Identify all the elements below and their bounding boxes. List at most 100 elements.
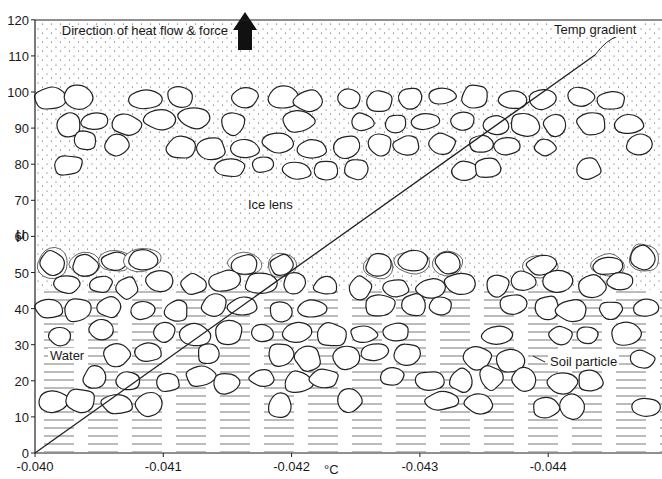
axis-tick-label: 20: [15, 374, 29, 389]
axis-title: μ: [16, 226, 25, 241]
ice-stipple: [36, 21, 662, 306]
soil-particle: [470, 135, 494, 152]
axis-tick-label: 70: [15, 193, 29, 208]
axis-tick-label: 0: [22, 446, 29, 461]
soil-particle: [35, 87, 67, 109]
axis-tick-label: -0.044: [530, 459, 567, 474]
soil-particle: [284, 273, 306, 294]
soil-particle: [429, 88, 456, 104]
axis-tick-label: -0.043: [401, 459, 438, 474]
soil-particle: [614, 114, 643, 133]
soil-particle: [178, 108, 210, 129]
soil-particles: [35, 85, 661, 419]
soil-particle: [168, 87, 193, 108]
soil-particle: [232, 88, 259, 108]
soil-particle: [179, 323, 210, 345]
soil-particle: [534, 139, 556, 156]
soil-particle: [197, 138, 226, 160]
axis-tick-label: 30: [15, 338, 29, 353]
soil-particle: [425, 391, 459, 410]
soil-particle: [40, 250, 65, 275]
soil-particle: [361, 344, 389, 361]
soil-particle: [432, 251, 462, 276]
water-ground: [36, 290, 662, 452]
soil-particle: [298, 300, 327, 317]
soil-particle: [547, 373, 578, 394]
soil-particle: [297, 140, 326, 158]
soil-particle: [262, 133, 293, 153]
soil-particle: [333, 346, 360, 369]
soil-particle: [129, 250, 158, 270]
tick-marks: [31, 20, 548, 457]
soil-particle: [627, 134, 653, 155]
soil-particle: [444, 273, 475, 294]
soil-particle: [74, 131, 95, 150]
soil-particle: [429, 133, 456, 154]
soil-particle: [394, 250, 430, 274]
soil-particle: [157, 373, 180, 391]
axis-tick-label: 110: [8, 49, 29, 64]
soil-particle: [366, 295, 395, 316]
soil-particle: [398, 88, 421, 109]
soil-particle: [402, 294, 426, 316]
soil-particle: [579, 275, 607, 298]
soil-particle: [579, 370, 603, 391]
soil-particle: [83, 366, 106, 389]
heat-flow-note: Direction of heat flow & force: [28, 22, 228, 39]
soil-particle: [629, 244, 658, 271]
soil-particle: [199, 344, 220, 364]
soil-particle: [123, 248, 161, 271]
soil-particle: [577, 158, 601, 180]
soil-particle: [81, 113, 108, 130]
soil-particle: [338, 89, 360, 109]
soil-particle: [597, 92, 624, 109]
soil-particle: [631, 245, 655, 270]
region-label: Water: [48, 348, 86, 363]
soil-particle: [89, 320, 113, 340]
soil-particle: [222, 113, 245, 136]
axis-tick-label: 40: [15, 302, 29, 317]
axis-tick-label: -0.041: [145, 459, 182, 474]
soil-particle: [166, 136, 195, 158]
soil-particle: [535, 296, 558, 319]
soil-particle: [338, 389, 363, 413]
soil-particle: [435, 252, 460, 274]
temp-gradient-line: [35, 55, 595, 453]
axis-tick-label: 50: [15, 266, 29, 281]
axis-tick-label: 90: [15, 121, 29, 136]
soil-particle: [511, 114, 539, 137]
soil-particle: [368, 134, 391, 156]
soil-particle: [383, 280, 409, 297]
soil-particle: [494, 138, 520, 155]
soil-particle: [464, 394, 493, 414]
soil-particle: [249, 370, 274, 387]
soil-particle: [543, 270, 573, 292]
soil-particle: [131, 302, 155, 320]
soil-particle: [285, 371, 313, 392]
soil-particle: [39, 391, 68, 413]
soil-particle: [415, 372, 444, 391]
soil-particle: [577, 327, 598, 344]
soil-particle: [481, 326, 512, 344]
soil-particle: [269, 344, 294, 366]
soil-particle: [37, 247, 67, 278]
water-lines: [36, 290, 662, 452]
soil-particle: [500, 295, 527, 314]
axis-tick-label: 10: [15, 410, 29, 425]
soil-particle: [512, 367, 536, 391]
soil-particle: [104, 344, 131, 367]
soil-particle: [411, 114, 439, 130]
soil-particle: [154, 322, 175, 342]
soil-particle: [351, 326, 378, 342]
soil-particle: [65, 299, 91, 322]
soil-particle: [181, 273, 207, 294]
soil-particle: [146, 271, 173, 292]
soil-particle: [252, 157, 273, 172]
soil-particle: [294, 346, 320, 371]
soil-particle: [451, 112, 474, 130]
soil-particle: [129, 90, 163, 109]
soil-particle: [55, 156, 83, 175]
soil-particle: [363, 253, 393, 279]
leader-line: [595, 36, 618, 55]
